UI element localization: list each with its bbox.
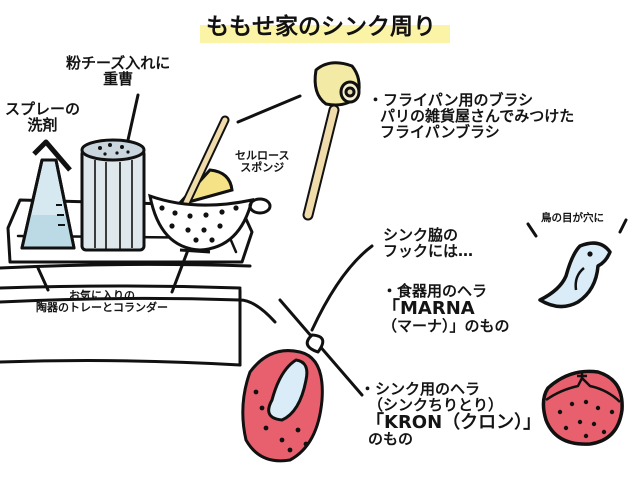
title-highlight xyxy=(200,25,450,43)
label-line: ・フライパン用のブラシ xyxy=(368,91,534,109)
label-tray-colander: お気に入りの 陶器のトレーとコランダー xyxy=(36,290,168,313)
label-line: フライパンブラシ xyxy=(380,122,500,141)
leader-eye-right xyxy=(618,218,628,234)
label-line: （マーナ）」のもの xyxy=(382,316,510,335)
leader-colander xyxy=(170,248,190,294)
tray-outline xyxy=(6,198,254,264)
label-kron-spatula: ・シンク用のヘラ （シンクちりとり） 「KRON（クロン）」 のもの xyxy=(360,380,542,449)
label-line: お気に入りの xyxy=(69,289,135,302)
strawberry-spatula-illustration xyxy=(541,369,624,446)
leader-hook xyxy=(310,244,374,332)
counter-top-line xyxy=(0,262,252,270)
label-line: ・食器用のヘラ xyxy=(382,282,488,300)
strawberry-bird-spatula-illustration xyxy=(241,333,325,463)
title-block: ももせ家のシンク周り xyxy=(200,5,450,45)
label-line: フックには… xyxy=(383,241,474,260)
colander-illustration xyxy=(148,115,272,254)
cabinet-slope xyxy=(238,298,277,324)
counter-line-2 xyxy=(0,284,242,290)
leader-tray xyxy=(36,266,50,292)
bird-spatula-illustration xyxy=(538,241,612,309)
label-frying-pan-brush: ・フライパン用のブラシ パリの雑貨屋さんでみつけた フライパンブラシ xyxy=(368,91,575,141)
label-line: パリの雑貨屋さんでみつけた xyxy=(380,106,575,125)
label-line: 「KRON（クロン）」 xyxy=(366,411,542,433)
label-line: シンク脇の xyxy=(383,226,459,244)
label-line: 粉チーズ入れに xyxy=(66,54,171,72)
label-sink-hook: シンク脇の フックには… xyxy=(383,226,474,260)
leader-baking-soda xyxy=(126,93,140,142)
frying-pan-brush-illustration xyxy=(302,61,361,221)
label-line: 重曹 xyxy=(103,69,134,88)
spray-bottle-illustration xyxy=(20,139,76,250)
label-line: セルロース xyxy=(235,149,290,162)
label-line: 洗剤 xyxy=(27,115,58,134)
label-baking-soda: 粉チーズ入れに 重曹 xyxy=(66,54,171,88)
page-title: ももせ家のシンク周り xyxy=(206,14,436,40)
label-bird-eye-hole: 鳥の目が穴に xyxy=(541,212,604,224)
cheese-shaker-illustration xyxy=(80,138,146,252)
label-line: 陶器のトレーとコランダー xyxy=(36,300,168,314)
label-line: スプレーの xyxy=(5,100,81,118)
label-line: （シンクちりとり） xyxy=(368,395,504,414)
label-marna-spatula: ・食器用のヘラ 「MARNA （マーナ）」のもの xyxy=(382,282,510,335)
label-line: ・シンク用のヘラ xyxy=(360,380,481,398)
counter-front-top xyxy=(0,296,242,304)
cabinet-bottom xyxy=(0,359,242,367)
label-spray-detergent: スプレーの 洗剤 xyxy=(5,100,81,134)
label-line: スポンジ xyxy=(240,160,285,174)
leader-eye-left xyxy=(526,222,538,238)
label-cellulose-sponge: セルロース スポンジ xyxy=(235,150,289,173)
label-line: のもの xyxy=(368,430,414,449)
label-line: 「MARNA xyxy=(382,297,475,319)
leader-brush xyxy=(236,94,302,124)
